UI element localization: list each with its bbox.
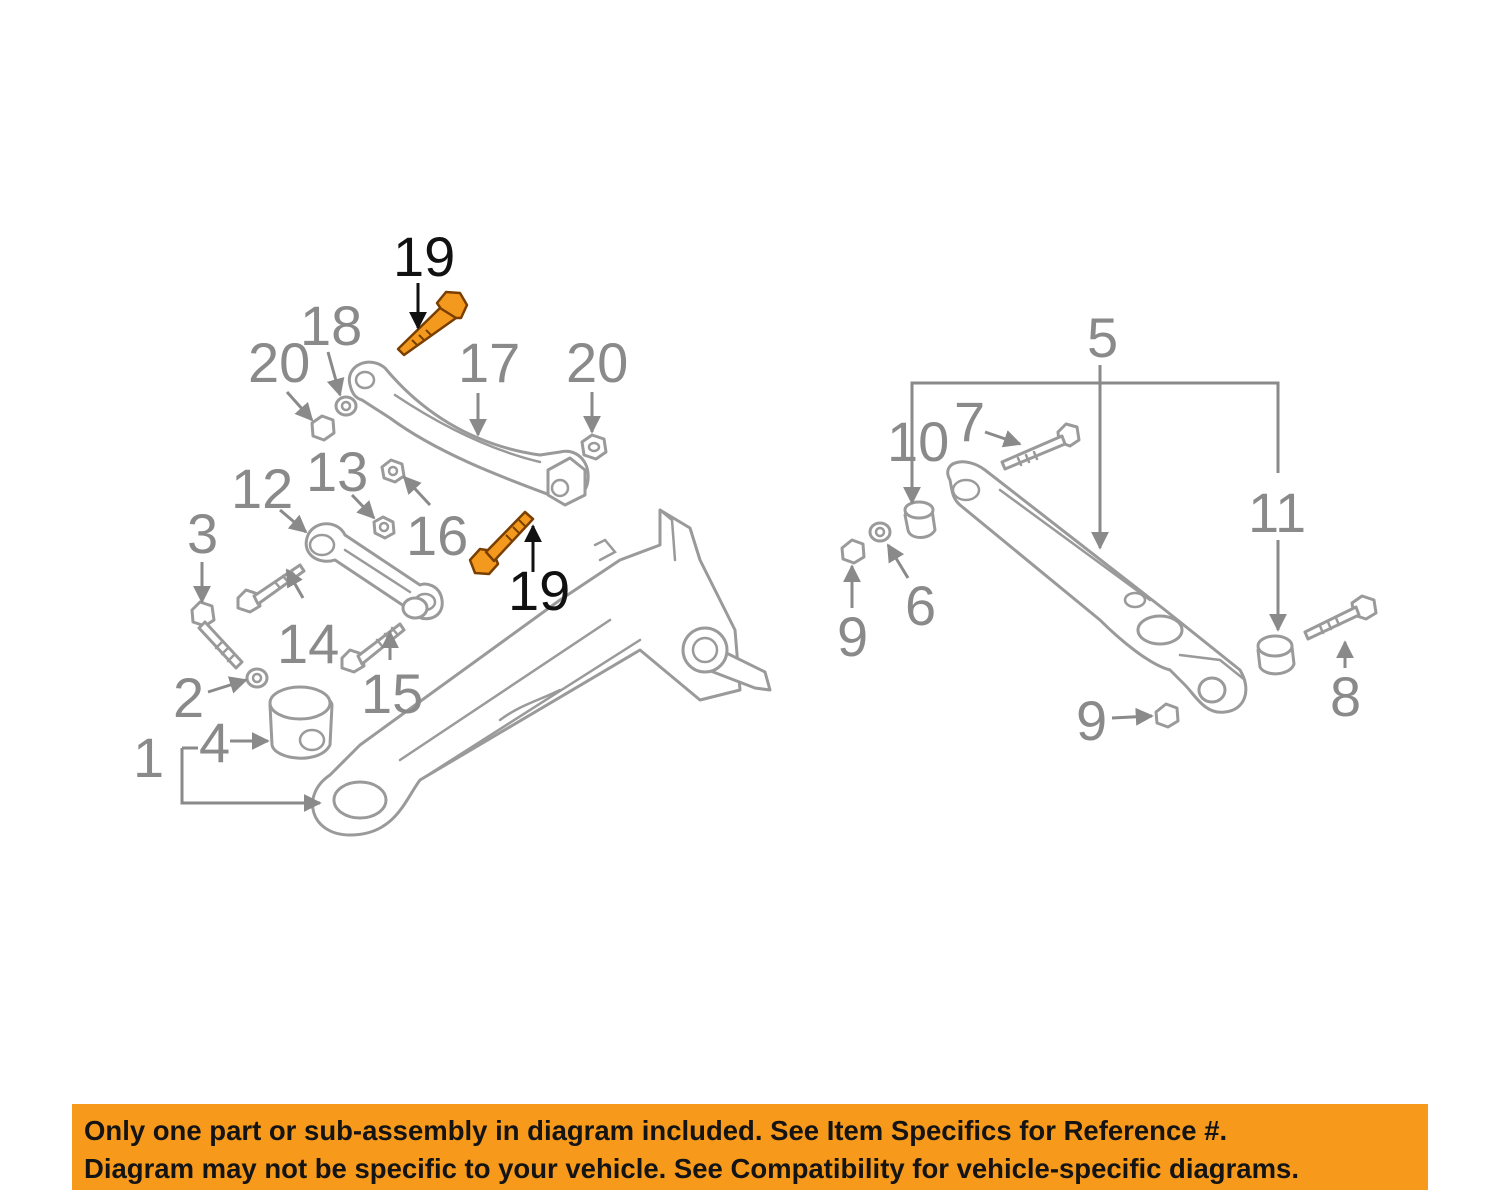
parts-diagram: 1 2 3 4 5 6 7 8 9 9 10 11 12 13 14 15 16… — [133, 225, 1378, 837]
callout-7: 7 — [954, 390, 985, 453]
bolt-14 — [236, 563, 306, 614]
leader-lines — [180, 283, 1354, 812]
callout-8: 8 — [1330, 665, 1361, 728]
bolt-7 — [1000, 422, 1081, 471]
lower-arm-5 — [946, 460, 1248, 714]
callout-20-left: 20 — [248, 331, 310, 394]
callout-9-bottom: 9 — [1076, 689, 1107, 752]
callout-3: 3 — [187, 502, 218, 565]
callout-20-right: 20 — [566, 331, 628, 394]
callout-19-upper: 19 — [393, 225, 455, 288]
bolt-19-upper — [396, 290, 469, 357]
nut-20-right — [580, 433, 608, 461]
callout-9-left: 9 — [837, 605, 868, 668]
callout-10: 10 — [887, 410, 949, 473]
callout-1: 1 — [133, 726, 164, 789]
nut-9-left — [840, 538, 866, 565]
bushing-4 — [268, 685, 334, 760]
callout-14: 14 — [277, 612, 339, 675]
bushing-10 — [903, 500, 937, 539]
callout-11: 11 — [1248, 481, 1306, 544]
callout-15: 15 — [361, 662, 423, 725]
upper-arm-17 — [347, 360, 590, 507]
callout-6: 6 — [905, 574, 936, 637]
disclaimer-line-2: Diagram may not be specific to your vehi… — [84, 1153, 1299, 1184]
washer-6 — [868, 521, 892, 543]
callout-12: 12 — [231, 457, 293, 520]
disclaimer-banner: Only one part or sub-assembly in diagram… — [72, 1104, 1428, 1190]
disclaimer-line-1: Only one part or sub-assembly in diagram… — [84, 1115, 1228, 1146]
washer-2 — [245, 667, 269, 689]
nut-20-left — [310, 414, 336, 442]
callout-16: 16 — [406, 504, 468, 567]
callout-4: 4 — [199, 711, 230, 774]
callout-numbers: 1 2 3 4 5 6 7 8 9 9 10 11 12 13 14 15 16… — [133, 225, 1361, 789]
callout-5: 5 — [1087, 306, 1118, 369]
bolt-8 — [1303, 594, 1378, 641]
bushing-11 — [1256, 634, 1296, 676]
lateral-link-12 — [304, 522, 444, 621]
bolt-3 — [190, 600, 244, 670]
nut-16 — [380, 458, 406, 484]
nut-9-bottom — [1154, 702, 1180, 729]
nut-18 — [334, 395, 358, 417]
callout-17: 17 — [458, 331, 520, 394]
callout-19-lower: 19 — [508, 559, 570, 622]
callout-18: 18 — [300, 294, 362, 357]
nut-13 — [372, 515, 396, 540]
callout-13: 13 — [306, 440, 368, 503]
callout-2: 2 — [173, 666, 204, 729]
